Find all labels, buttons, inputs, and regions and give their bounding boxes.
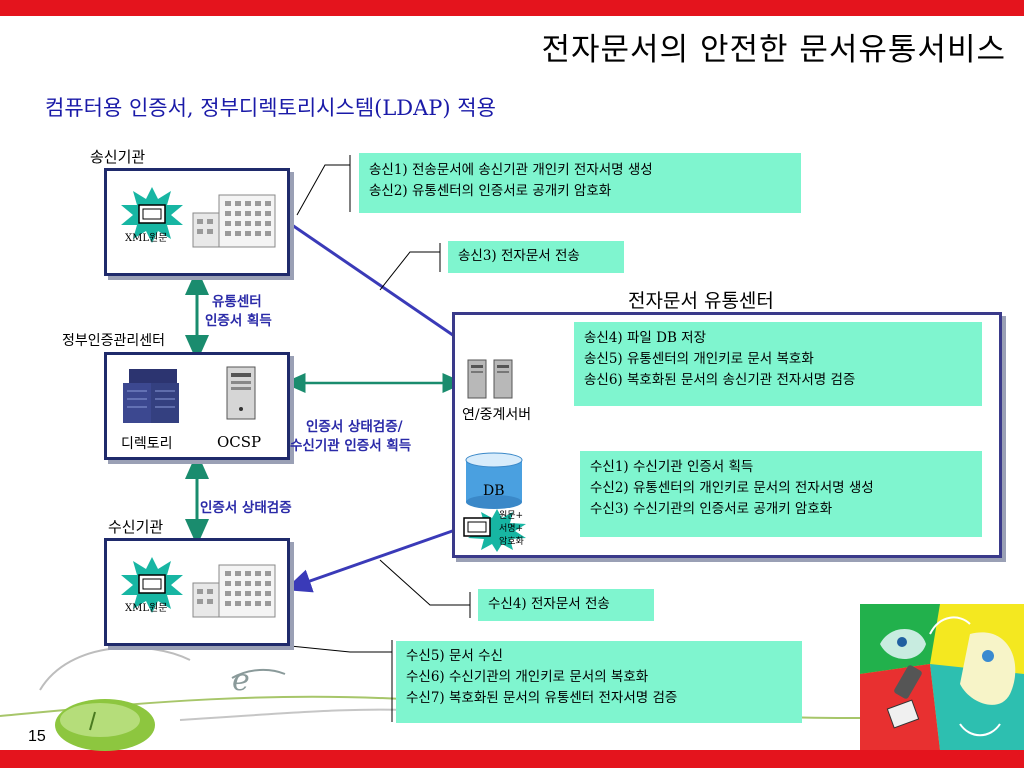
communication-clipart-image bbox=[860, 604, 1024, 750]
sender-org-box: XML원문 bbox=[104, 168, 290, 276]
page-title: 전자문서의 안전한 문서유통서비스 bbox=[541, 32, 1006, 68]
bottom-red-bar bbox=[0, 750, 1024, 768]
receiver-org-box: XML원문 bbox=[104, 538, 290, 646]
ocsp-server-icon bbox=[226, 366, 256, 420]
center-label: 전자문서 유통센터 bbox=[628, 290, 774, 312]
mouse-icon bbox=[55, 699, 155, 751]
note-send-4-6: 송신4) 파일 DB 저장 송신5) 유통센터의 개인키로 문서 복호화 송신6… bbox=[574, 322, 982, 406]
cert-fetch-label-2: 인증서 획득 bbox=[205, 313, 272, 329]
directory-label: 디렉토리 bbox=[121, 436, 173, 452]
db-label: DB bbox=[483, 483, 505, 499]
status-check-label-2: 수신기관 인증서 획득 bbox=[290, 438, 412, 454]
note-recv-5-7: 수신5) 문서 수신 수신6) 수신기관의 개인키로 문서의 복호화 수신7) … bbox=[396, 641, 802, 723]
cert-verify-label: 인증서 상태검증 bbox=[200, 500, 292, 516]
send-arrow bbox=[291, 223, 487, 359]
status-check-label-1: 인증서 상태검증/ bbox=[306, 419, 403, 435]
xml-document-icon bbox=[121, 557, 183, 613]
page-number: 15 bbox=[28, 728, 46, 745]
note-send-3: 송신3) 전자문서 전송 bbox=[448, 241, 624, 273]
receiver-doc-label: XML원문 bbox=[125, 603, 168, 614]
receiver-label: 수신기관 bbox=[108, 518, 164, 536]
relay-server-icon bbox=[467, 359, 513, 399]
gpki-center-box: 디렉토리 OCSP bbox=[104, 352, 290, 460]
doc-line-3: 암호화 bbox=[499, 537, 524, 547]
gpki-label: 정부인증관리센터 bbox=[62, 333, 166, 349]
xml-document-icon bbox=[121, 187, 183, 243]
doc-line-2: 서명+ bbox=[499, 524, 524, 534]
ocsp-label: OCSP bbox=[217, 433, 262, 451]
signed-document-icon bbox=[463, 509, 526, 552]
building-icon bbox=[192, 564, 276, 618]
cert-fetch-label-1: 유통센터 bbox=[212, 294, 262, 310]
note-recv-4: 수신4) 전자문서 전송 bbox=[478, 589, 654, 621]
directory-server-icon bbox=[123, 369, 179, 423]
note-send-1-2: 송신1) 전송문서에 송신기관 개인키 전자서명 생성 송신2) 유통센터의 인… bbox=[359, 153, 801, 213]
page-subtitle: 컴퓨터용 인증서, 정부디렉토리시스템(LDAP) 적용 bbox=[45, 96, 496, 120]
sender-label: 송신기관 bbox=[90, 148, 146, 166]
sender-doc-label: XML원문 bbox=[125, 233, 168, 244]
receive-arrow bbox=[284, 520, 479, 593]
database-icon bbox=[465, 452, 523, 509]
building-icon bbox=[192, 194, 276, 248]
relay-server-label: 연/중계서버 bbox=[462, 407, 532, 423]
doc-line-1: 원문+ bbox=[499, 511, 524, 521]
note-recv-1-3: 수신1) 수신기관 인증서 획득 수신2) 유통센터의 개인키로 문서의 전자서… bbox=[580, 451, 982, 537]
top-red-bar bbox=[0, 0, 1024, 16]
